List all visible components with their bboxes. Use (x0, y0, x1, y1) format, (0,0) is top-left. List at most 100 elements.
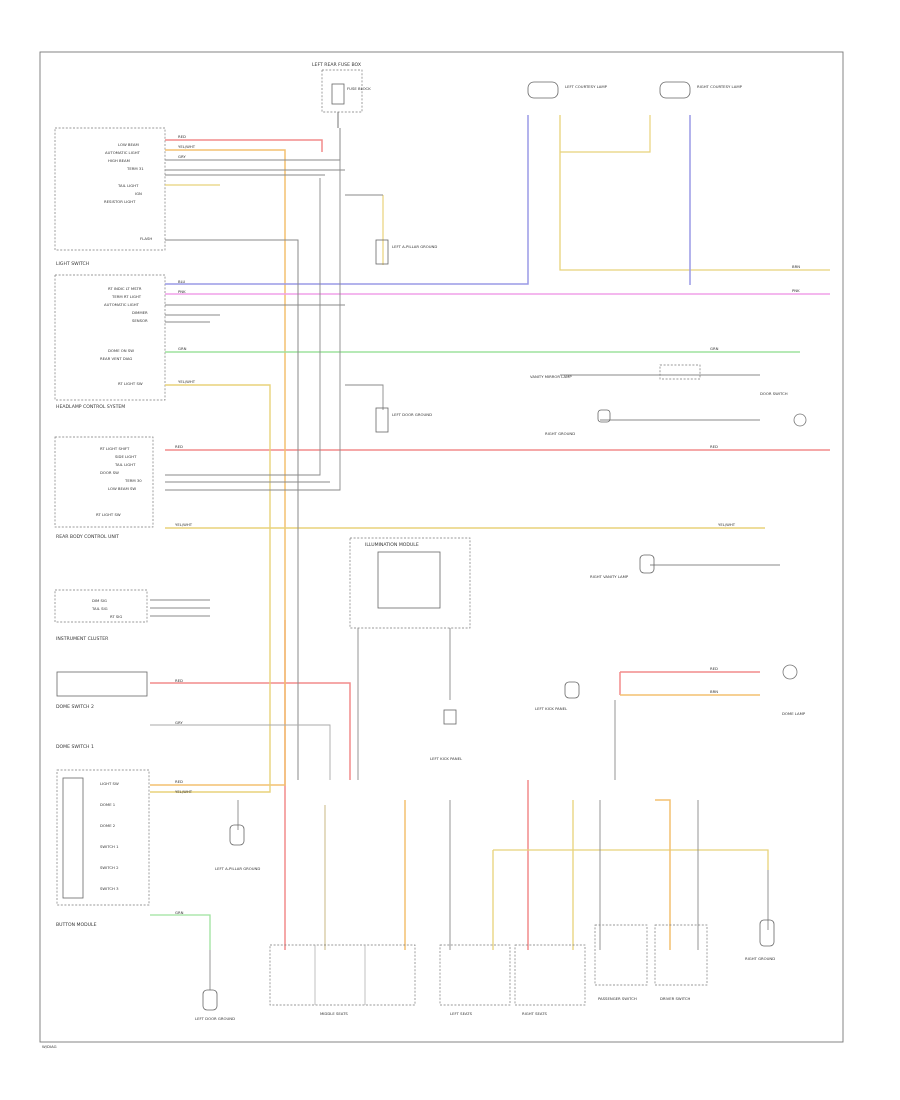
ground-symbol-2: LEFT DOOR GROUND (375, 407, 432, 433)
svg-text:TERM RT LIGHT: TERM RT LIGHT (111, 294, 142, 299)
vanity-lamp-left: VANITY MIRROR LAMP (530, 364, 701, 380)
headlamp-ecu-label: HEADLAMP CONTROL SYSTEM (56, 404, 125, 410)
svg-text:RED: RED (710, 666, 718, 671)
svg-text:LIGHT SW: LIGHT SW (100, 781, 119, 786)
right-seats: RIGHT SEATS (514, 944, 586, 1016)
middle-seats-label: MIDDLE SEATS (320, 1011, 348, 1016)
left-courtesy-lamp: LEFT COURTESY LAMP (527, 81, 608, 99)
svg-text:PNK: PNK (178, 289, 186, 294)
svg-text:LEFT KICK PANEL: LEFT KICK PANEL (430, 756, 463, 761)
svg-text:SWITCH 3: SWITCH 3 (100, 886, 119, 891)
fuse-box-title: LEFT REAR FUSE BOX (312, 62, 361, 68)
svg-text:DOME 1: DOME 1 (100, 802, 116, 807)
vanity-lamp-right: RIGHT VANITY LAMP (590, 554, 655, 579)
svg-text:RED: RED (175, 779, 183, 784)
svg-text:RED: RED (175, 444, 183, 449)
svg-text:RIGHT COURTESY LAMP: RIGHT COURTESY LAMP (697, 84, 743, 89)
svg-text:DOME LAMP: DOME LAMP (782, 711, 806, 716)
door-switch: DOOR SWITCH (760, 391, 807, 427)
svg-text:DIM SIG: DIM SIG (92, 598, 107, 603)
svg-text:GRN: GRN (710, 346, 719, 351)
ground-bottom-right: RIGHT GROUND (745, 919, 775, 961)
svg-text:GRY: GRY (175, 720, 183, 725)
svg-text:LEFT A-PILLAR GROUND: LEFT A-PILLAR GROUND (215, 866, 260, 871)
rear-body-label: REAR BODY CONTROL UNIT (56, 534, 119, 540)
diagram-frame (39, 51, 844, 1043)
lamp-switch-label: LIGHT SWITCH (56, 261, 89, 267)
svg-text:DRIVER SWITCH: DRIVER SWITCH (660, 996, 691, 1001)
svg-text:TERM 30: TERM 30 (124, 478, 142, 483)
fuse-box: LEFT REAR FUSE BOX FUSE BLOCK (312, 62, 371, 128)
left-kick-panel-ground: LEFT KICK PANEL LEFT KICK PANEL (430, 681, 580, 761)
svg-text:BLU: BLU (178, 279, 186, 284)
svg-text:LOW BEAM SW: LOW BEAM SW (108, 486, 136, 491)
svg-text:LEFT DOOR GROUND: LEFT DOOR GROUND (392, 412, 432, 417)
svg-text:YEL/WHT: YEL/WHT (175, 522, 193, 527)
dome-switch-1: DOME SWITCH 1 (56, 744, 94, 750)
svg-text:PNK: PNK (792, 288, 800, 293)
button-module-label: BUTTON MODULE (56, 922, 97, 928)
button-module: LIGHT SW DOME 1 DOME 2 SWITCH 1 SWITCH 2… (56, 769, 150, 928)
svg-text:RT LIGHT SHIFT: RT LIGHT SHIFT (100, 446, 130, 451)
svg-text:RT LIGHT SW: RT LIGHT SW (118, 381, 143, 386)
illumination-module: ILLUMINATION MODULE (349, 537, 471, 629)
svg-text:YEL/WHT: YEL/WHT (178, 379, 196, 384)
svg-text:RESISTOR LIGHT: RESISTOR LIGHT (104, 199, 136, 204)
svg-text:VANITY MIRROR LAMP: VANITY MIRROR LAMP (530, 374, 572, 379)
svg-text:GRY: GRY (178, 154, 186, 159)
svg-text:YEL/WHT: YEL/WHT (718, 522, 736, 527)
right-ground: RIGHT GROUND (545, 409, 611, 436)
middle-seats: MIDDLE SEATS (269, 944, 416, 1016)
svg-text:BRN: BRN (710, 689, 718, 694)
svg-text:ILLUMINATION MODULE: ILLUMINATION MODULE (365, 542, 419, 548)
instrument-cluster-label: INSTRUMENT CLUSTER (56, 636, 109, 642)
right-seats-label: RIGHT SEATS (522, 1011, 548, 1016)
instrument-cluster: DIM SIG TAIL SIG RT SIG INSTRUMENT CLUST… (54, 589, 148, 642)
lamp-switch-2: RT INDIC LT MSTR TERM RT LIGHT AUTOMATIC… (54, 274, 166, 410)
svg-text:REAR VENT DIAG: REAR VENT DIAG (100, 356, 132, 361)
svg-text:SIDE LIGHT: SIDE LIGHT (115, 454, 137, 459)
svg-text:DOME SWITCH 2: DOME SWITCH 2 (56, 704, 94, 710)
svg-text:LEFT COURTESY LAMP: LEFT COURTESY LAMP (565, 84, 608, 89)
svg-text:SWITCH 2: SWITCH 2 (100, 865, 119, 870)
right-courtesy-lamp: RIGHT COURTESY LAMP (659, 81, 743, 99)
ground-symbol-1: LEFT A-PILLAR GROUND (375, 239, 437, 265)
svg-text:DOME SWITCH 1: DOME SWITCH 1 (56, 744, 94, 750)
svg-text:TAIL SIG: TAIL SIG (91, 606, 108, 611)
svg-text:PASSENGER SWITCH: PASSENGER SWITCH (598, 996, 637, 1001)
left-seats: LEFT SEATS (439, 944, 511, 1016)
svg-text:RIGHT GROUND: RIGHT GROUND (545, 431, 575, 436)
svg-text:LEFT DOOR GROUND: LEFT DOOR GROUND (195, 1016, 235, 1021)
svg-text:RIGHT GROUND: RIGHT GROUND (745, 956, 775, 961)
svg-text:SENSOR: SENSOR (132, 318, 148, 323)
svg-text:AUTOMATIC LIGHT: AUTOMATIC LIGHT (105, 150, 141, 155)
svg-text:DOME ON SW: DOME ON SW (108, 348, 134, 353)
passenger-switch: PASSENGER SWITCH (594, 924, 648, 1001)
svg-text:AUTOMATIC LIGHT: AUTOMATIC LIGHT (104, 302, 140, 307)
svg-text:SWITCH 1: SWITCH 1 (100, 844, 119, 849)
svg-text:DOME 2: DOME 2 (100, 823, 116, 828)
lamp-switch: LIGHT SWITCH LOW BEAM AUTOMATIC LIGHT HI… (54, 127, 166, 267)
svg-text:DOOR SW: DOOR SW (100, 470, 119, 475)
svg-text:RED: RED (710, 444, 718, 449)
ground-bottom-left: LEFT A-PILLAR GROUND LEFT DOOR GROUND (195, 824, 260, 1021)
svg-text:RT SIG: RT SIG (110, 614, 122, 619)
driver-switch: DRIVER SWITCH (654, 924, 708, 1001)
svg-text:RIGHT VANITY LAMP: RIGHT VANITY LAMP (590, 574, 629, 579)
dome-lamp: DOME LAMP (782, 664, 806, 716)
svg-text:LOW BEAM: LOW BEAM (118, 142, 139, 147)
svg-text:TAIL LIGHT: TAIL LIGHT (117, 183, 139, 188)
svg-text:GRN: GRN (175, 910, 184, 915)
svg-text:LEFT A-PILLAR GROUND: LEFT A-PILLAR GROUND (392, 244, 437, 249)
svg-text:YEL/WHT: YEL/WHT (178, 144, 196, 149)
svg-text:IGN: IGN (135, 191, 142, 196)
dome-switch-2: DOME SWITCH 2 (56, 671, 148, 710)
svg-text:DOOR SWITCH: DOOR SWITCH (760, 391, 788, 396)
svg-text:LEFT KICK PANEL: LEFT KICK PANEL (535, 706, 568, 711)
svg-text:RT INDIC LT MSTR: RT INDIC LT MSTR (108, 286, 142, 291)
left-seats-label: LEFT SEATS (450, 1011, 473, 1016)
svg-text:FLASH: FLASH (140, 236, 152, 241)
svg-text:HIGH BEAM: HIGH BEAM (108, 158, 130, 163)
svg-text:DIMMER: DIMMER (132, 310, 148, 315)
